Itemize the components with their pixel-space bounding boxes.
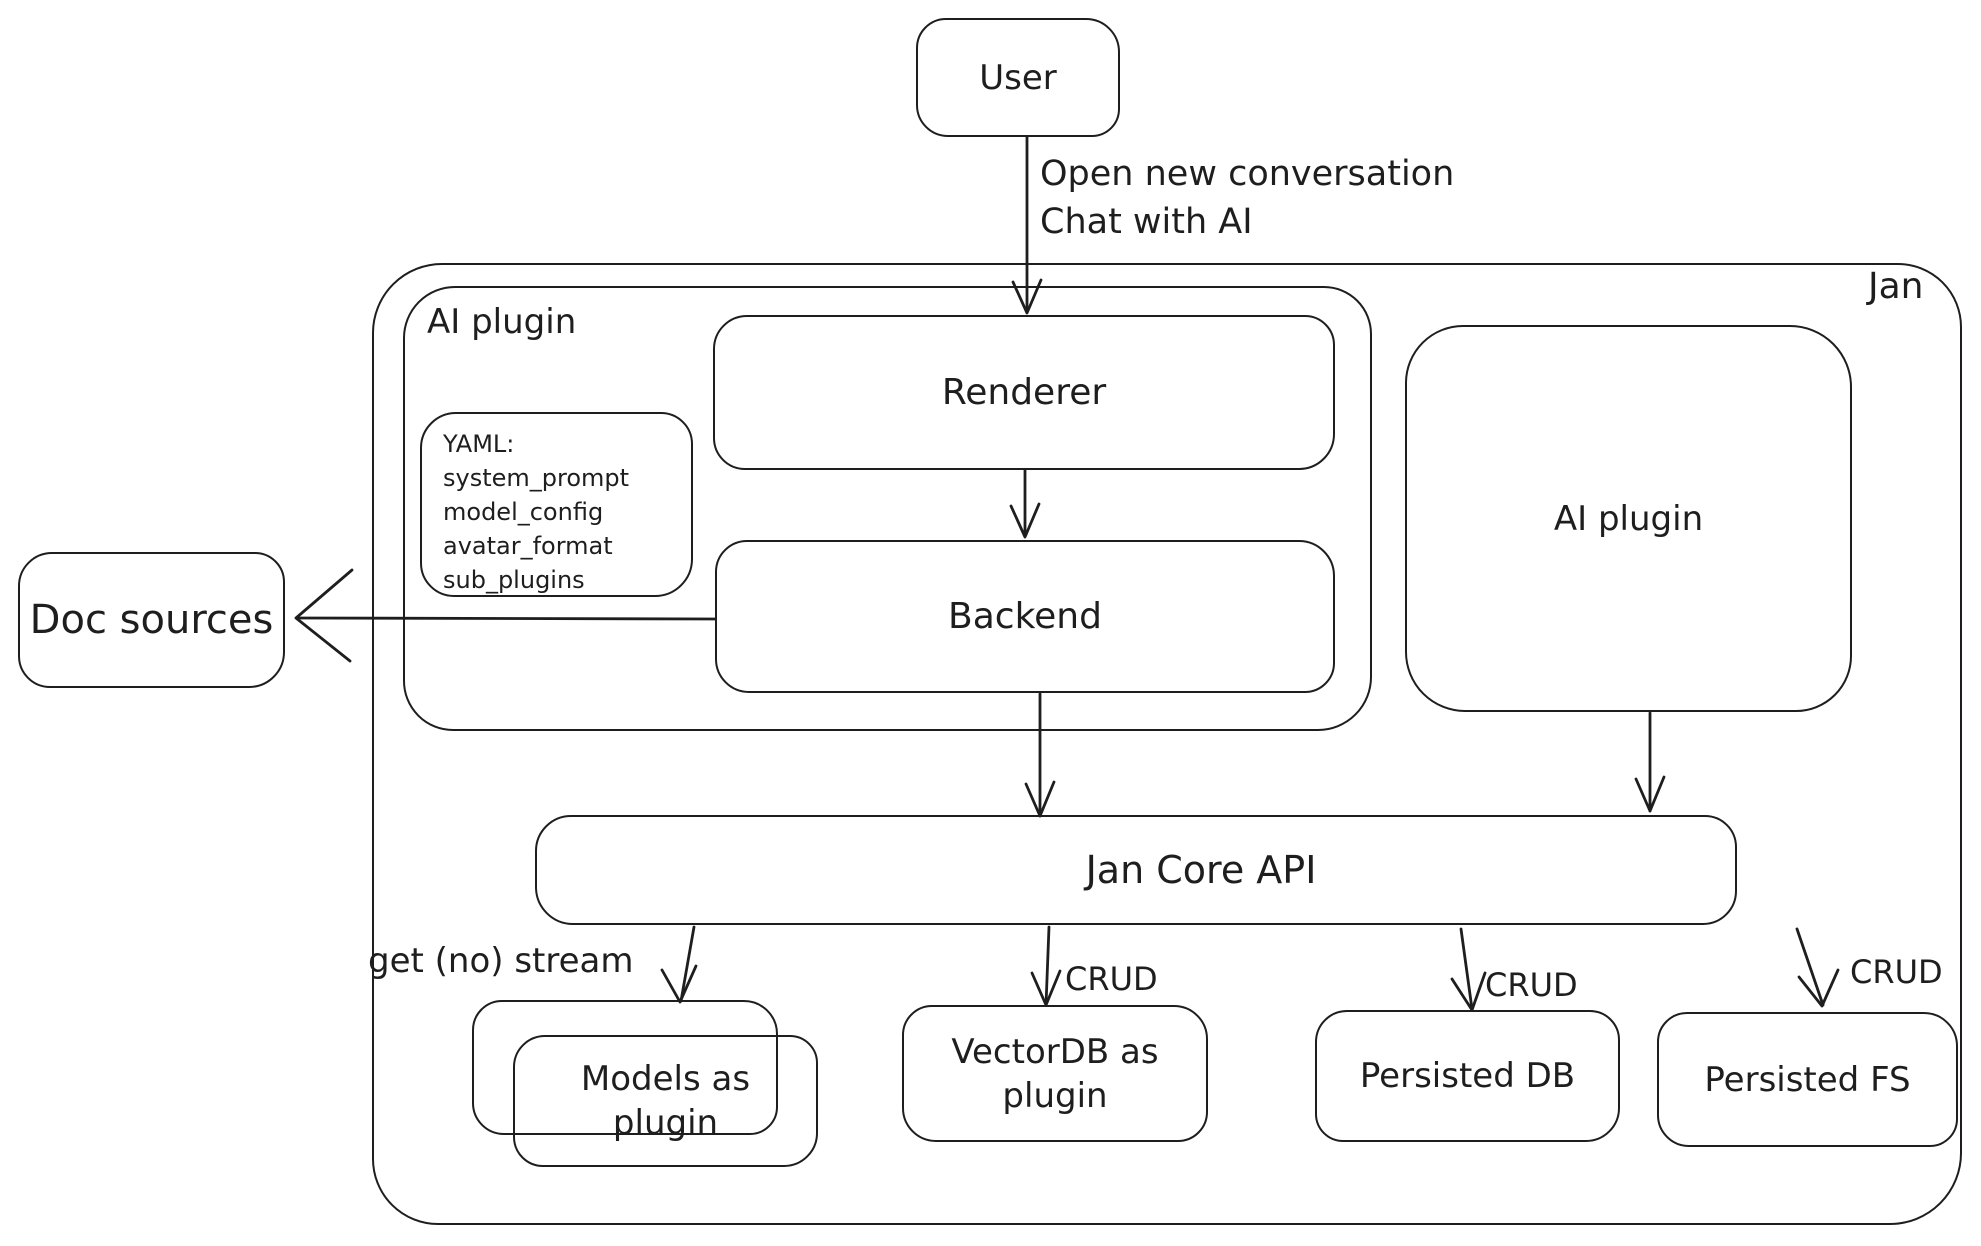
renderer-node: Renderer [713,315,1335,470]
renderer-node-label: Renderer [941,372,1107,413]
doc-sources-node-label: Doc sources [29,597,274,643]
arrow-ai-plugin-to-core-api [1634,711,1666,813]
persisted-db-node: Persisted DB [1315,1010,1620,1142]
ai-plugin-right-node: AI plugin [1405,325,1852,712]
jan-core-api-node: Jan Core API [535,815,1737,925]
crud-edge-label-persisted-fs: CRUD [1850,953,1943,991]
user-action-label: Open new conversation Chat with AI [1040,150,1454,246]
user-action-line1: Open new conversation [1040,154,1455,194]
crud-edge-label-persisted-db: CRUD [1485,966,1578,1004]
vectordb-node-label: VectorDB as plugin [951,1031,1159,1116]
yaml-note-line: sub_plugins [443,566,585,594]
ai-plugin-left-container [403,286,1372,731]
ai-plugin-left-label: AI plugin [427,302,577,342]
persisted-db-node-label: Persisted DB [1359,1056,1576,1096]
yaml-note-line: avatar_format [443,532,613,560]
arrow-renderer-to-backend [1009,468,1041,539]
jan-core-api-label: Jan Core API [1085,848,1317,892]
user-action-line2: Chat with AI [1040,202,1253,242]
persisted-fs-node-label: Persisted FS [1704,1059,1911,1100]
jan-container [372,263,1962,1225]
user-node-label: User [979,57,1057,98]
models-node-back [472,1000,778,1135]
arrow-user-to-renderer [1011,135,1043,315]
yaml-note-title: YAML: [443,430,515,458]
doc-sources-node: Doc sources [18,552,285,688]
models-node: Models as plugin [513,1035,818,1167]
arrow-backend-to-doc-sources [294,568,717,663]
persisted-fs-node: Persisted FS [1657,1012,1958,1147]
user-node: User [916,18,1120,137]
backend-node: Backend [715,540,1335,693]
arrow-core-api-to-persisted-fs [1795,927,1840,1008]
backend-node-label: Backend [948,596,1102,637]
jan-container-label: Jan [1868,266,1924,307]
arrow-core-api-to-models [660,925,698,1004]
models-node-label: Models as plugin [580,1059,751,1143]
yaml-note: YAML: system_prompt model_config avatar_… [420,412,693,597]
yaml-note-line: system_prompt [443,464,630,492]
vectordb-node: VectorDB as plugin [902,1005,1208,1142]
yaml-note-line: model_config [443,498,604,526]
ai-plugin-right-label: AI plugin [1553,498,1704,539]
crud-edge-label-vectordb: CRUD [1065,960,1158,998]
get-stream-edge-label: get (no) stream [368,941,634,981]
